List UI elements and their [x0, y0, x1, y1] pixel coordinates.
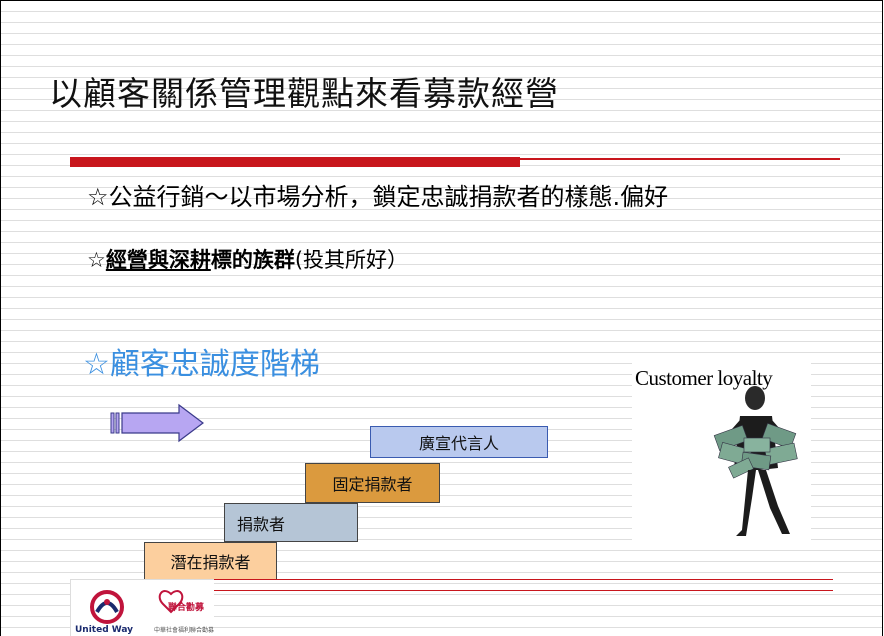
loyalty-ladder-heading: ☆顧客忠誠度階梯: [83, 347, 320, 382]
bullet-star: ☆: [87, 248, 106, 272]
slide-title: 以顧客關係管理觀點來看募款經營: [49, 74, 559, 113]
ladder-step-regular-donor: 固定捐款者: [305, 463, 440, 503]
united-way-label: United Way: [75, 625, 134, 635]
title-underline-bar: [70, 157, 520, 167]
footer-line-top: [213, 579, 833, 580]
right-arrow-icon: [110, 403, 204, 443]
photo-caption: Customer loyalty: [635, 366, 773, 390]
bullet-paren-text: (投其所好）: [294, 248, 409, 272]
bullet-underlined-text: 經營與深耕: [105, 248, 211, 272]
bullet-bold-text: 標的族群: [210, 248, 295, 272]
bullet-marketing: ☆公益行銷～以市場分析，鎖定忠誠捐款者的樣態.偏好: [87, 183, 669, 211]
united-way-logo-icon: [90, 590, 184, 624]
customer-loyalty-image: Customer loyalty: [632, 358, 811, 544]
ladder-step-potential-donor: 潛在捐款者: [144, 542, 277, 580]
footer-line-bottom: [213, 590, 833, 591]
organization-logo: United Way 聯合勸募 中華社會福利聯合勸募協會: [70, 579, 214, 636]
ladder-step-donor: 捐款者: [224, 503, 358, 542]
joint-fundraising-label: 聯合勸募: [168, 603, 205, 613]
bullet-cultivate: ☆經營與深耕標的族群(投其所好）: [87, 244, 408, 274]
person-with-money-illustration: [713, 386, 798, 536]
ladder-step-ambassador: 廣宣代言人: [370, 426, 548, 458]
title-underline-line: [520, 158, 840, 160]
association-label: 中華社會福利聯合勸募協會: [154, 627, 214, 634]
